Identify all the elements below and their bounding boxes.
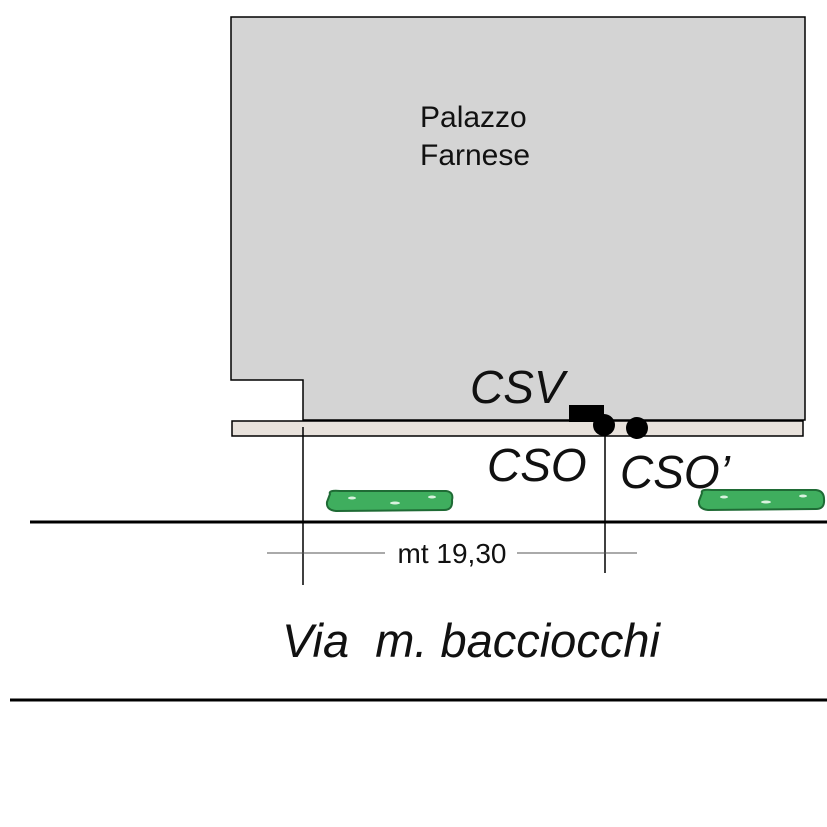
cso-prime-marker [626,417,648,439]
cso-marker [593,414,615,436]
hedge-left [325,489,454,513]
dimension-label: mt 19,30 [398,538,507,569]
street-name: Via m. bacciocchi [282,614,661,667]
csv-label: CSV [470,361,569,413]
sidewalk-strip [231,420,804,437]
building-name-line2: Farnese [420,139,530,172]
cso-label: CSO [487,439,587,491]
building-footprint [230,16,806,421]
csv-marker [569,405,604,422]
building-name-line1: Palazzo [420,101,527,134]
hedge-right [697,488,826,512]
